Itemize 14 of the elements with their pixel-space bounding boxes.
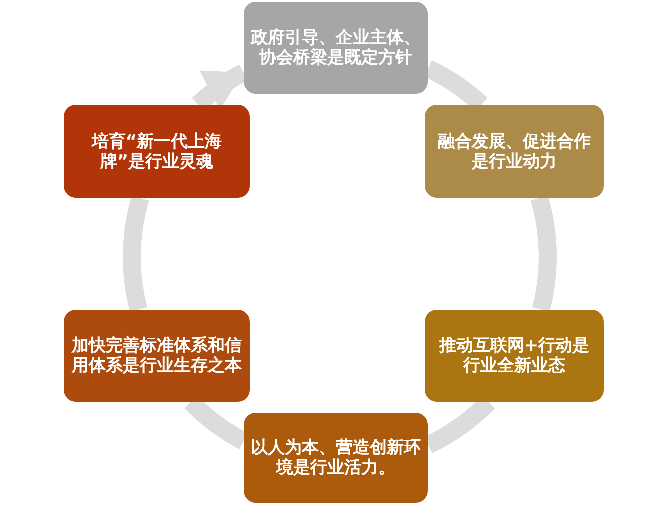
rounded-box (244, 413, 428, 503)
rounded-box (64, 310, 250, 402)
rounded-box (64, 105, 250, 198)
box-text: 以人为本、营造创新环境是行业活力。 (250, 438, 422, 478)
box-text: 加快完善标准体系和信用体系是行业生存之本 (70, 336, 243, 376)
cycle-connector (530, 196, 557, 312)
box-text: 推动互联网+行动是行业全新业态 (438, 336, 591, 376)
cycle-connector (123, 196, 150, 312)
box-text: 培育“新一代上海牌”是行业灵魂 (90, 132, 224, 172)
rounded-box (425, 310, 604, 402)
rounded-box (425, 105, 604, 198)
box-text: 融合发展、促进合作是行业动力 (437, 132, 592, 172)
box-text: 政府引导、企业主体、协会桥梁是既定方针 (250, 28, 422, 68)
rounded-box (244, 2, 428, 94)
